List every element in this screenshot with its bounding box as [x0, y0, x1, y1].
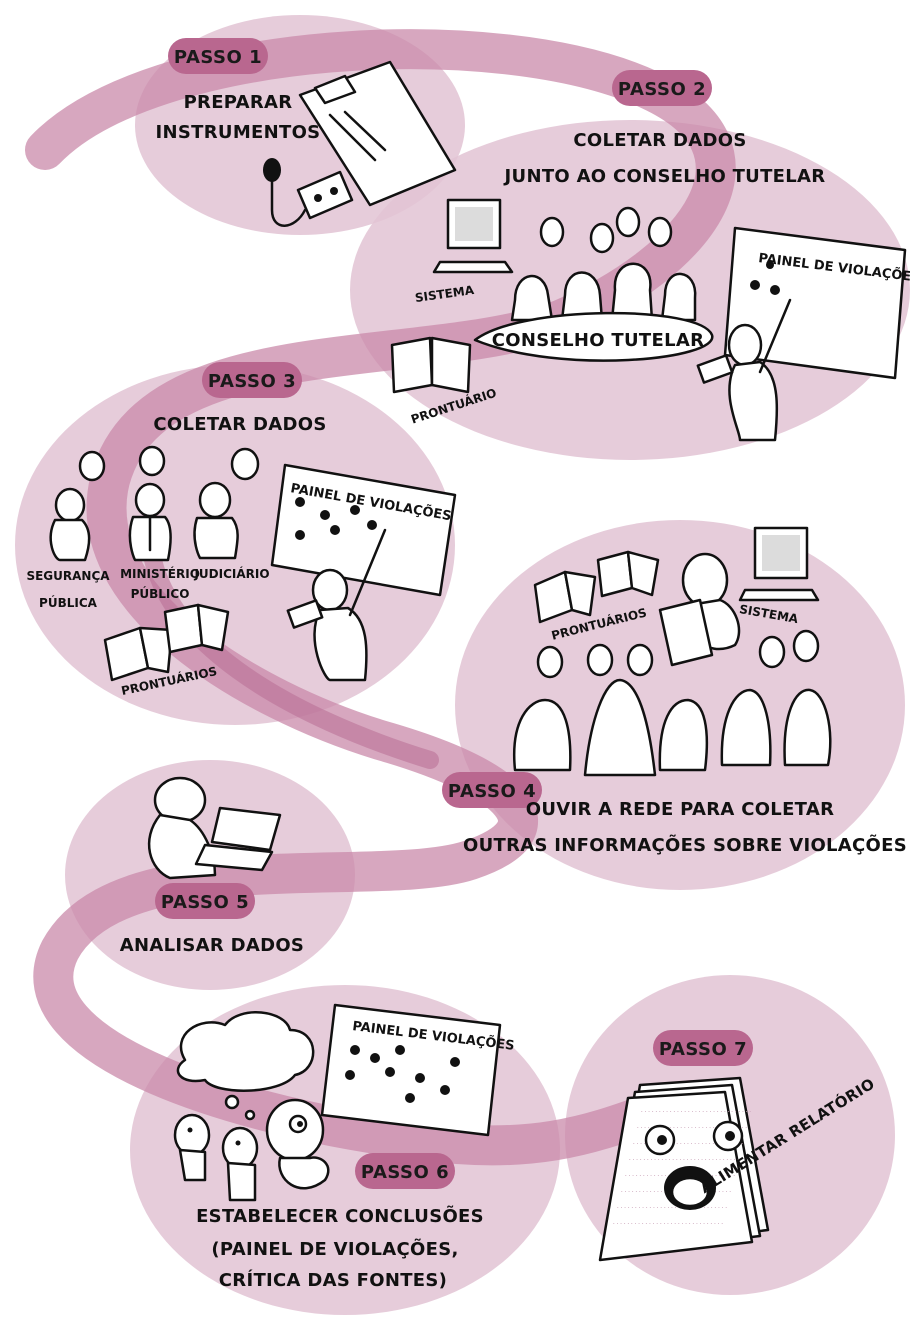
computer-icon: [738, 526, 820, 602]
step-title-line: COLETAR DADOS: [153, 414, 326, 435]
step-title-line: ESTABELECER CONCLUSÕES: [196, 1204, 484, 1227]
step-title-line: (PAINEL DE VIOLAÇÕES,: [211, 1237, 458, 1260]
step-pill: [442, 772, 542, 808]
svg-text:..............................: ...............................: [612, 1219, 724, 1226]
crowd-of-people: [512, 629, 832, 777]
svg-text:..............................: ...............................: [632, 1139, 744, 1146]
group-of-people: [510, 206, 697, 322]
figure-ministerio: [128, 445, 172, 562]
step-pill: [612, 70, 712, 106]
label-judiciario: JUDICIÁRIO: [193, 566, 269, 581]
violations-panel: [723, 226, 907, 380]
step-pill: [202, 362, 302, 398]
winding-ribbon: [25, 29, 736, 1166]
svg-text:..............................: ...............................: [640, 1107, 752, 1114]
book-icon: [390, 336, 472, 394]
step-pill-label: PASSO 3: [208, 371, 296, 392]
svg-text:..............................: ...............................: [636, 1123, 748, 1130]
step-pill: [355, 1153, 455, 1189]
step-pill-label: PASSO 4: [448, 781, 536, 802]
step-title-line: OUVIR A REDE PARA COLETAR: [526, 799, 835, 820]
step-pill: [155, 883, 255, 919]
figure-seguranca: [49, 450, 106, 562]
thought-cloud-icon: [176, 1011, 315, 1121]
step-3: PASSO 3 COLETAR DADOS SEGURANÇA PÚBLICA …: [26, 362, 457, 698]
violations-panel: [270, 463, 457, 597]
violations-panel: [320, 1003, 502, 1137]
step-1: PASSO 1 PREPARAR INSTRUMENTOS: [156, 38, 457, 227]
person-with-clipboard: [658, 552, 741, 667]
ribbon-shade: [140, 511, 439, 769]
label-ministerio: MINISTÉRIO: [120, 566, 200, 581]
label-seguranca: PÚBLICA: [39, 595, 98, 610]
step-title-line: ANALISAR DADOS: [120, 935, 304, 956]
book-icon: [596, 550, 660, 598]
recorder-icon: [296, 170, 354, 220]
label-ministerio: PÚBLICO: [131, 586, 190, 601]
step-title-line: CRÍTICA DAS FONTES): [219, 1269, 447, 1291]
microphone-icon: [263, 158, 307, 227]
step-pill-label: PASSO 1: [174, 47, 262, 68]
step-pill-label: PASSO 2: [618, 79, 706, 100]
svg-text:..............................: ...............................: [628, 1155, 740, 1162]
step-pill-label: PASSO 6: [361, 1162, 449, 1183]
person-pointing: [286, 528, 387, 682]
step-6: PAINEL DE VIOLAÇÕES PASSO 6 ESTABELECER …: [173, 1003, 515, 1291]
person-at-laptop: [147, 776, 282, 880]
report-icon: ............................... ........…: [598, 1076, 770, 1262]
conselho-table: [473, 311, 714, 362]
book-icon: [533, 570, 597, 624]
step-title-line: PREPARAR: [184, 92, 293, 113]
label-conselho-tutelar: CONSELHO TUTELAR: [492, 330, 704, 351]
svg-text:..............................: ...............................: [616, 1203, 728, 1210]
figure-judiciario: [193, 447, 260, 560]
step-title-line: OUTRAS INFORMAÇÕES SOBRE VIOLAÇÕES: [463, 833, 907, 856]
step-title-line: JUNTO AO CONSELHO TUTELAR: [503, 166, 826, 187]
person-pointing: [696, 298, 792, 442]
step-title-line: COLETAR DADOS: [573, 130, 746, 151]
step-5: PASSO 5 ANALISAR DADOS: [120, 776, 304, 956]
step-pill-label: PASSO 5: [161, 892, 249, 913]
thinking-people: [173, 1098, 330, 1202]
book-icon: [103, 626, 174, 682]
step-pill: [168, 38, 268, 74]
label-seguranca: SEGURANÇA: [26, 569, 110, 583]
step-pill: [653, 1030, 753, 1066]
step-2: PASSO 2 COLETAR DADOS JUNTO AO CONSELHO …: [390, 70, 910, 442]
step-title-line: INSTRUMENTOS: [156, 122, 321, 143]
clipboard-icon: [298, 60, 457, 207]
step-pill-label: PASSO 7: [659, 1039, 747, 1060]
computer-icon: [432, 198, 514, 274]
book-icon: [163, 603, 230, 654]
